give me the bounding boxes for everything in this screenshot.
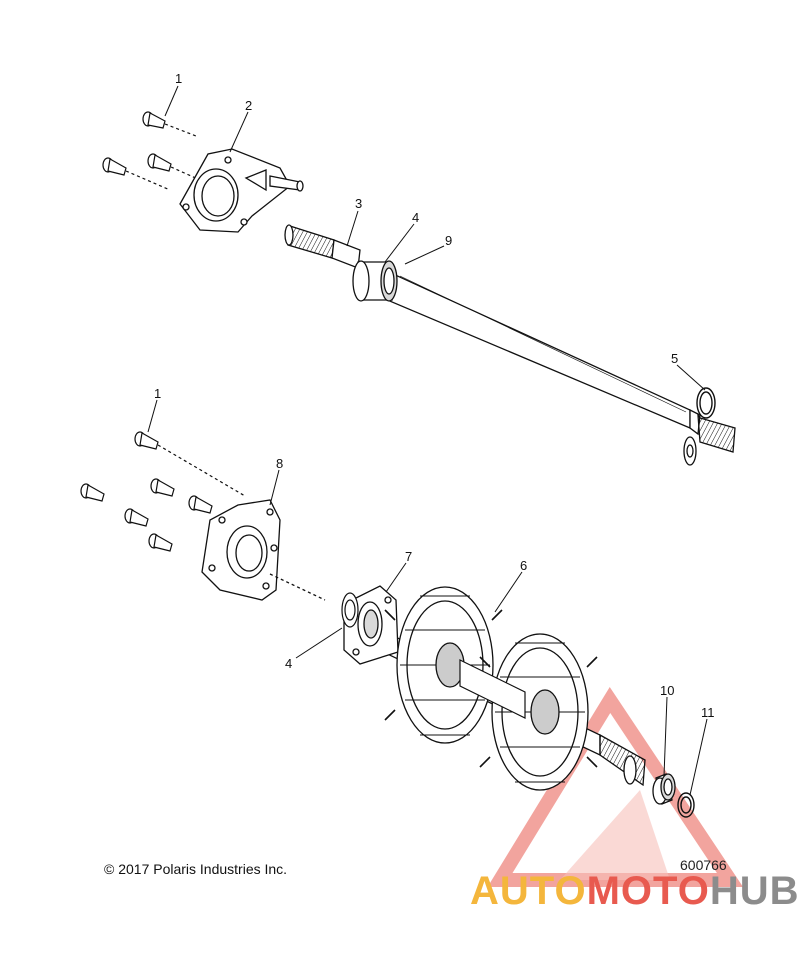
bearing-part-10 [652,773,676,805]
bolt-bracket-left [102,157,171,191]
watermark-part-3: HUB [709,869,800,913]
watermark-part-1: AUTO [470,869,587,913]
leader-lines [147,85,708,796]
drive-sprocket-part-6-right [479,633,598,791]
sprocket-spacer [459,659,526,719]
callout-6: 6 [520,558,527,573]
bearing-bracket-part-2 [179,148,304,233]
bolt-lower-5 [124,508,149,527]
flange-plate-part-8 [201,499,326,601]
callout-9: 9 [445,233,452,248]
watermark-logo-text: AUTOMOTOHUB [470,869,800,914]
bearing-part-4-bottom [341,592,359,628]
callout-5: 5 [671,351,678,366]
copyright-notice: © 2017 Polaris Industries Inc. [104,861,288,877]
callout-11: 11 [701,705,715,720]
bolt-lower-4 [188,495,213,514]
bolt-part-1-bottom [134,431,246,497]
bolt-lower-2 [150,478,175,497]
bolt-part-1-top [142,111,197,137]
callout-1-top: 1 [175,71,182,86]
diagram-id: 600766 [680,857,727,873]
bearing-part-4-top [352,260,398,302]
callout-1-bottom: 1 [154,386,161,401]
bolt-lower-6 [148,533,173,552]
bolt-lower-3 [80,483,105,502]
callout-4-bottom: 4 [285,656,292,671]
callout-4-top: 4 [412,210,419,225]
callout-2: 2 [245,98,252,113]
callout-3: 3 [355,196,362,211]
drive-shaft-part-3 [284,224,736,466]
o-ring-part-5 [696,387,716,419]
snap-ring-part-11 [677,792,695,818]
callout-10: 10 [660,683,674,698]
callout-7: 7 [405,549,412,564]
watermark-part-2: MOTO [586,869,710,913]
bolt-bracket-right [147,153,201,181]
callout-8: 8 [276,456,283,471]
drive-sprocket-part-6-left [384,586,503,744]
